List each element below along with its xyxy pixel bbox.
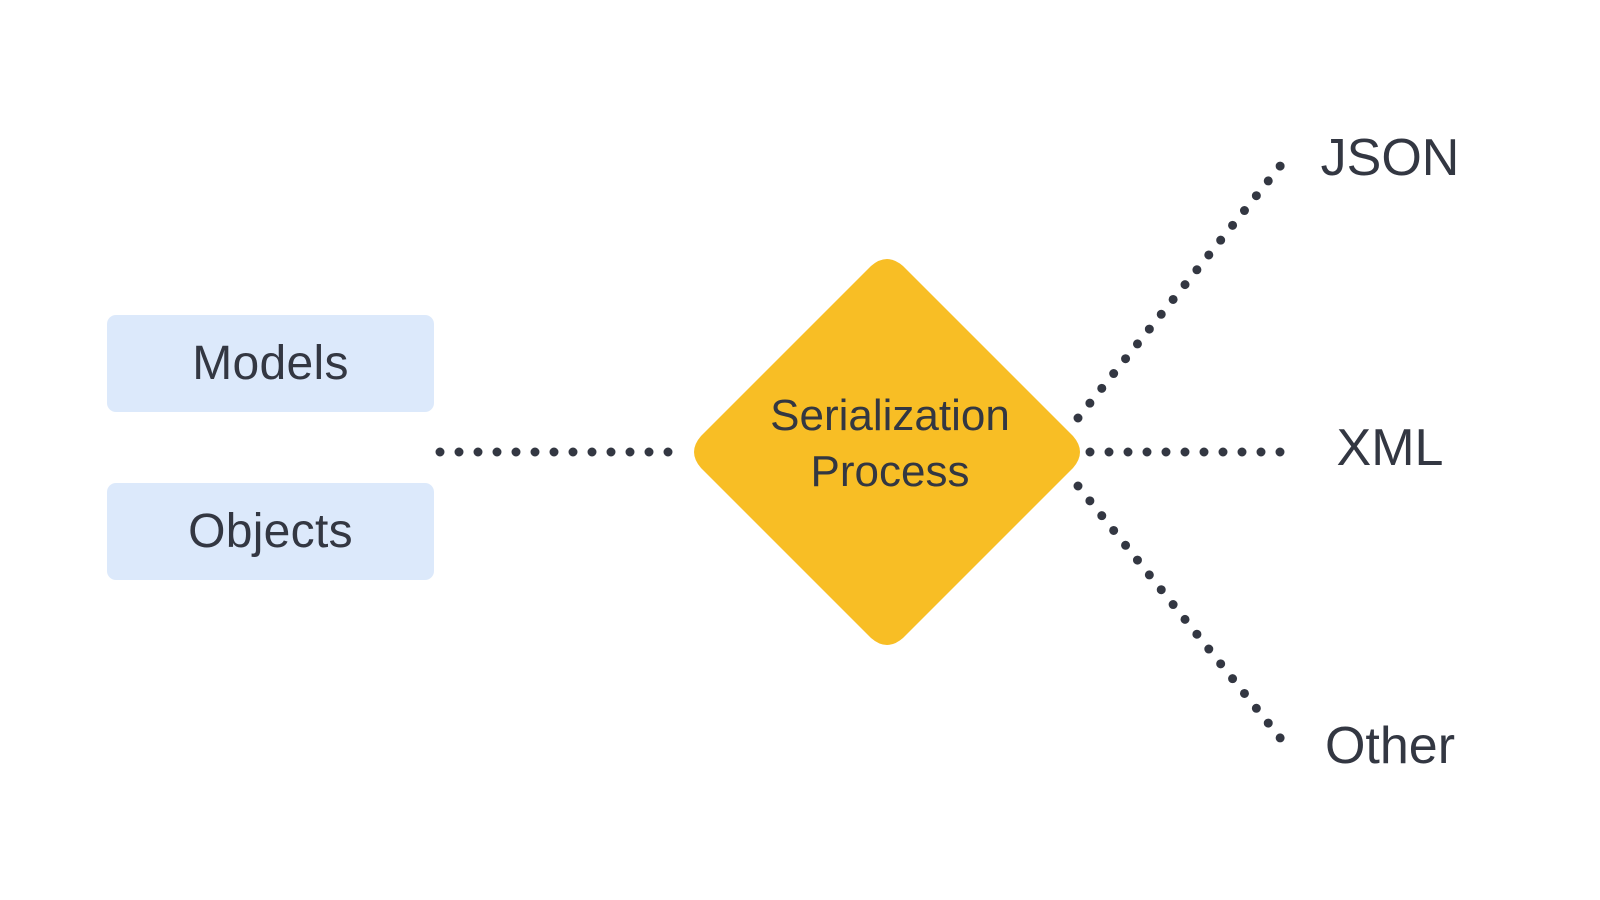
process-label: Serialization Process — [690, 388, 1090, 500]
process-label-line1: Serialization — [770, 391, 1010, 440]
process-label-line2: Process — [810, 447, 970, 496]
input-box-objects: Objects — [107, 483, 434, 580]
connector-process-to-json — [1073, 155, 1290, 423]
output-label-other: Other — [1324, 717, 1456, 775]
input-label-models: Models — [192, 337, 349, 390]
input-label-objects: Objects — [188, 505, 353, 558]
process-diamond-shape — [694, 259, 1080, 645]
connector-process-to-other — [1073, 481, 1290, 749]
output-label-xml: XML — [1336, 419, 1444, 477]
output-label-json: JSON — [1320, 129, 1460, 187]
input-box-models: Models — [107, 315, 434, 412]
